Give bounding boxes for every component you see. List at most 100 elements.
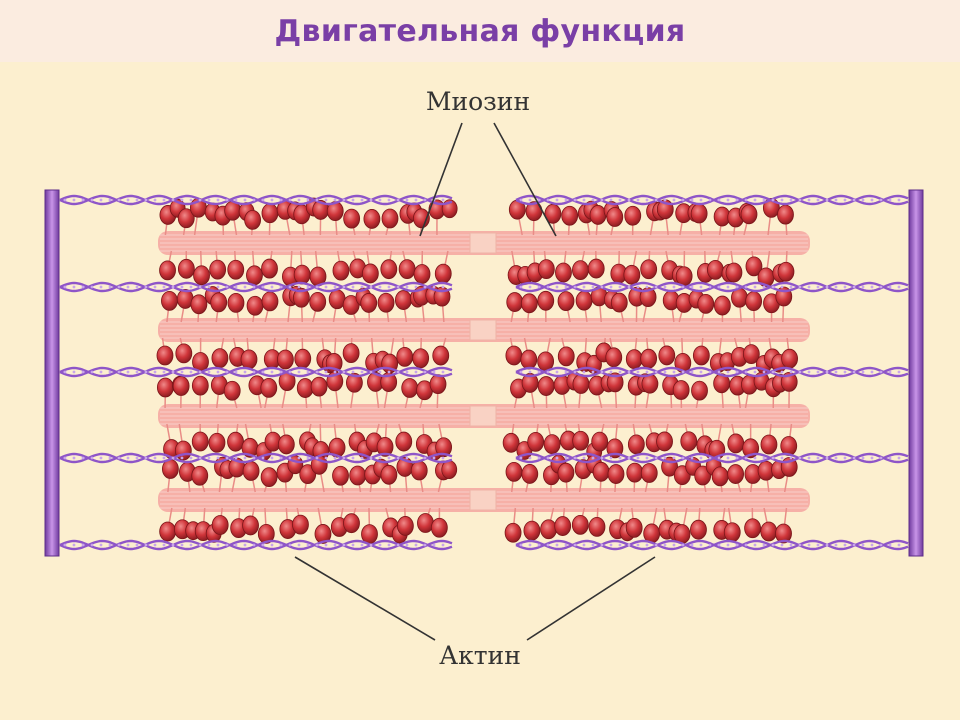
actin-bead — [315, 370, 319, 374]
actin-bead — [573, 198, 577, 202]
actin-bead — [771, 543, 775, 547]
slide-title: Двигательная функция — [274, 13, 686, 49]
actin-bead — [81, 370, 85, 374]
actin-bead — [405, 370, 409, 374]
actin-bead — [852, 198, 856, 202]
myosin-head — [242, 461, 260, 481]
actin-bead — [879, 543, 883, 547]
myosin-head — [175, 343, 193, 364]
actin-bead — [198, 456, 202, 460]
myosin-head — [261, 203, 279, 224]
actin-bead — [405, 285, 409, 289]
actin-bead — [645, 456, 649, 460]
actin-bead — [288, 543, 292, 547]
actin-bead — [126, 285, 130, 289]
actin-bead — [753, 543, 757, 547]
actin-bead — [108, 285, 112, 289]
actin-bead — [762, 285, 766, 289]
actin-bead — [198, 285, 202, 289]
actin-bead — [162, 456, 166, 460]
actin-strand — [59, 281, 453, 293]
actin-bead — [90, 456, 94, 460]
myosin-head — [589, 205, 607, 225]
actin-bead — [324, 285, 328, 289]
actin-bead — [153, 543, 157, 547]
actin-bead — [816, 285, 820, 289]
actin-bead — [573, 285, 577, 289]
actin-bead — [645, 543, 649, 547]
actin-bead — [672, 543, 676, 547]
actin-bead — [573, 543, 577, 547]
myosin-head — [625, 517, 643, 538]
actin-bead — [699, 456, 703, 460]
actin-bead — [315, 285, 319, 289]
actin-bead — [717, 543, 721, 547]
actin-bead — [342, 285, 346, 289]
myosin-head — [260, 377, 278, 398]
z-disc-left — [44, 189, 60, 557]
actin-bead — [279, 543, 283, 547]
actin-bead — [441, 285, 445, 289]
myosin-head — [725, 262, 743, 283]
myosin-head — [381, 208, 399, 229]
actin-bead — [690, 198, 694, 202]
actin-bead — [189, 456, 193, 460]
myosin-head — [172, 376, 190, 396]
actin-bead — [360, 370, 364, 374]
actin-bead — [423, 285, 427, 289]
actin-bead — [414, 370, 418, 374]
actin-bead — [798, 543, 802, 547]
actin-bead — [834, 285, 838, 289]
actin-bead — [135, 456, 139, 460]
actin-bead — [645, 198, 649, 202]
myosin-head — [591, 431, 609, 452]
actin-bead — [744, 456, 748, 460]
actin-bead — [369, 370, 373, 374]
myosin-head — [658, 345, 676, 366]
actin-bead — [546, 198, 550, 202]
actin-bead — [63, 198, 67, 202]
actin-bead — [843, 285, 847, 289]
actin-bead — [243, 370, 247, 374]
actin-bead — [396, 370, 400, 374]
actin-bead — [861, 456, 865, 460]
myosin-head — [380, 259, 398, 280]
actin-strand — [59, 452, 453, 464]
actin-bead — [135, 543, 139, 547]
actin-bead — [252, 456, 256, 460]
actin-bead — [627, 198, 631, 202]
actin-bead — [618, 543, 622, 547]
actin-strand — [59, 452, 453, 464]
actin-bead — [654, 198, 658, 202]
actin-bead — [627, 285, 631, 289]
actin-bead — [798, 198, 802, 202]
actin-bead — [387, 456, 391, 460]
myosin-head — [723, 522, 741, 543]
actin-bead — [537, 198, 541, 202]
actin-bead — [654, 543, 658, 547]
actin-bead — [396, 198, 400, 202]
myosin-head — [692, 345, 710, 366]
actin-bead — [144, 198, 148, 202]
actin-bead — [663, 456, 667, 460]
actin-bead — [762, 198, 766, 202]
actin-bead — [699, 543, 703, 547]
actin-bead — [369, 456, 373, 460]
myosin-head — [605, 347, 623, 368]
actin-bead — [771, 285, 775, 289]
actin-bead — [72, 285, 76, 289]
actin-bead — [780, 543, 784, 547]
actin-bead — [897, 456, 901, 460]
actin-bead — [378, 456, 382, 460]
myosin-head — [430, 517, 448, 538]
actin-bead — [414, 285, 418, 289]
actin-bead — [252, 370, 256, 374]
actin-bead — [189, 198, 193, 202]
actin-bead — [279, 370, 283, 374]
actin-bead — [369, 285, 373, 289]
actin-bead — [897, 370, 901, 374]
actin-bead — [861, 543, 865, 547]
actin-bead — [207, 543, 211, 547]
actin-strand — [515, 194, 909, 206]
actin-bead — [609, 456, 613, 460]
